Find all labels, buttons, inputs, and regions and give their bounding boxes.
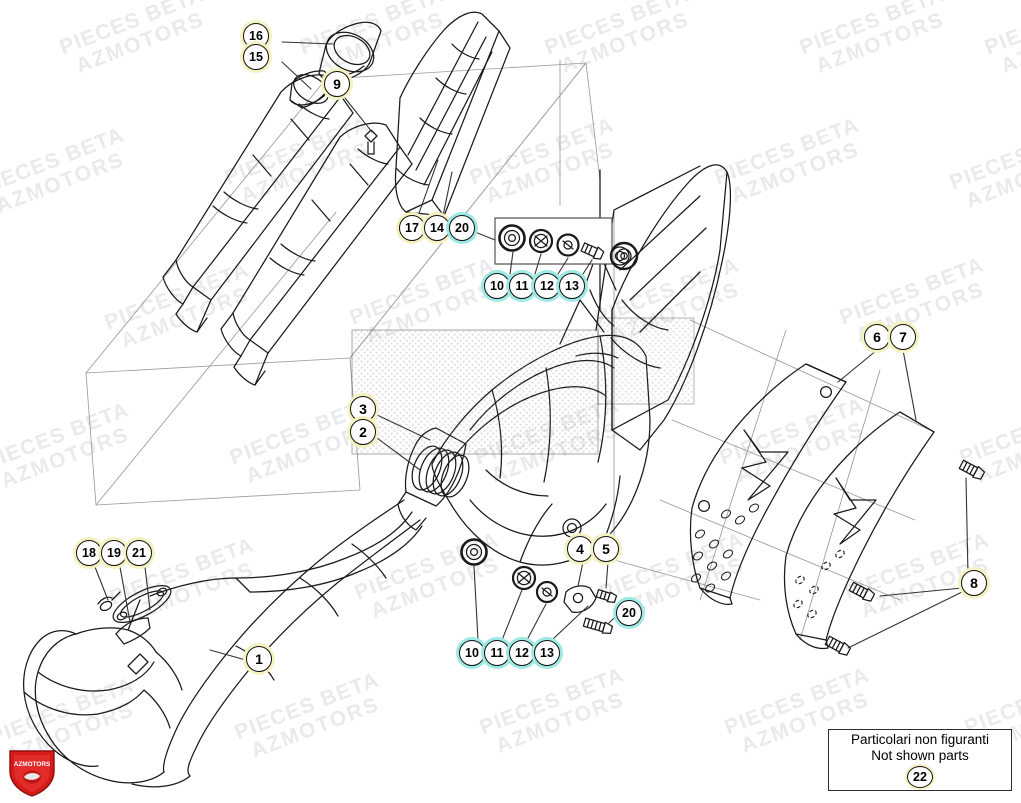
legend-line-italian: Particolari non figuranti — [850, 732, 990, 748]
washer-10 — [498, 224, 526, 252]
callout-2[interactable]: 2 — [350, 419, 376, 445]
nut-12 — [556, 233, 580, 257]
header-pipe-inner — [149, 511, 423, 597]
header-pipe — [22, 499, 421, 788]
callout-17[interactable]: 17 — [399, 215, 425, 241]
hardware-group-lower — [460, 538, 618, 634]
heat-shield-outer — [783, 411, 935, 650]
washer-10-lower — [460, 538, 488, 566]
not-shown-parts-legend: Particolari non figuranti Not shown part… — [828, 729, 1012, 791]
callout-11[interactable]: 11 — [509, 273, 535, 299]
projection-guides — [85, 59, 601, 506]
azmotors-shield-logo: AZMOTORS — [9, 750, 55, 797]
callout-13[interactable]: 13 — [534, 640, 560, 666]
heat-shield-inner — [689, 363, 847, 606]
callout-20[interactable]: 20 — [616, 600, 642, 626]
callout-1[interactable]: 1 — [246, 646, 272, 672]
washer-11-lower — [511, 565, 537, 591]
callout-5[interactable]: 5 — [593, 536, 619, 562]
nut-12-lower — [535, 580, 559, 604]
bolt-13 — [580, 242, 605, 260]
legend-badge-22: 22 — [907, 765, 933, 788]
bolt-5 — [595, 588, 618, 603]
callout-14[interactable]: 14 — [424, 215, 450, 241]
callout-10[interactable]: 10 — [484, 273, 510, 299]
hardware-detail-box — [494, 217, 613, 265]
callout-20[interactable]: 20 — [449, 215, 475, 241]
silencer-wedge-upper — [394, 11, 511, 217]
silencer-end-cap — [318, 21, 382, 82]
silencer-body-main — [220, 122, 413, 386]
silencer-body-upper — [162, 74, 354, 333]
legend-line-english: Not shown parts — [871, 748, 969, 763]
callout-9[interactable]: 9 — [324, 71, 350, 97]
callout-11[interactable]: 11 — [484, 640, 510, 666]
logo-text: AZMOTORS — [14, 761, 51, 768]
callout-12[interactable]: 12 — [509, 640, 535, 666]
callout-10[interactable]: 10 — [459, 640, 485, 666]
muffler-canister — [589, 164, 732, 451]
callout-3[interactable]: 3 — [350, 396, 376, 422]
bolt-20-lower — [582, 617, 614, 634]
callout-15[interactable]: 15 — [243, 44, 269, 70]
bracket-4 — [563, 585, 597, 614]
washer-11 — [528, 228, 554, 254]
callout-18[interactable]: 18 — [76, 540, 102, 566]
callout-8[interactable]: 8 — [961, 570, 987, 596]
callout-21[interactable]: 21 — [126, 540, 152, 566]
exhaust-flange-assembly — [97, 584, 172, 675]
callout-12[interactable]: 12 — [534, 273, 560, 299]
shield-screws — [824, 459, 986, 656]
screw-9 — [364, 129, 378, 155]
callout-13[interactable]: 13 — [559, 273, 585, 299]
callout-19[interactable]: 19 — [101, 540, 127, 566]
callout-6[interactable]: 6 — [864, 324, 890, 350]
callout-7[interactable]: 7 — [890, 324, 916, 350]
callout-4[interactable]: 4 — [567, 536, 593, 562]
mount-eyelet-upper — [609, 241, 639, 271]
